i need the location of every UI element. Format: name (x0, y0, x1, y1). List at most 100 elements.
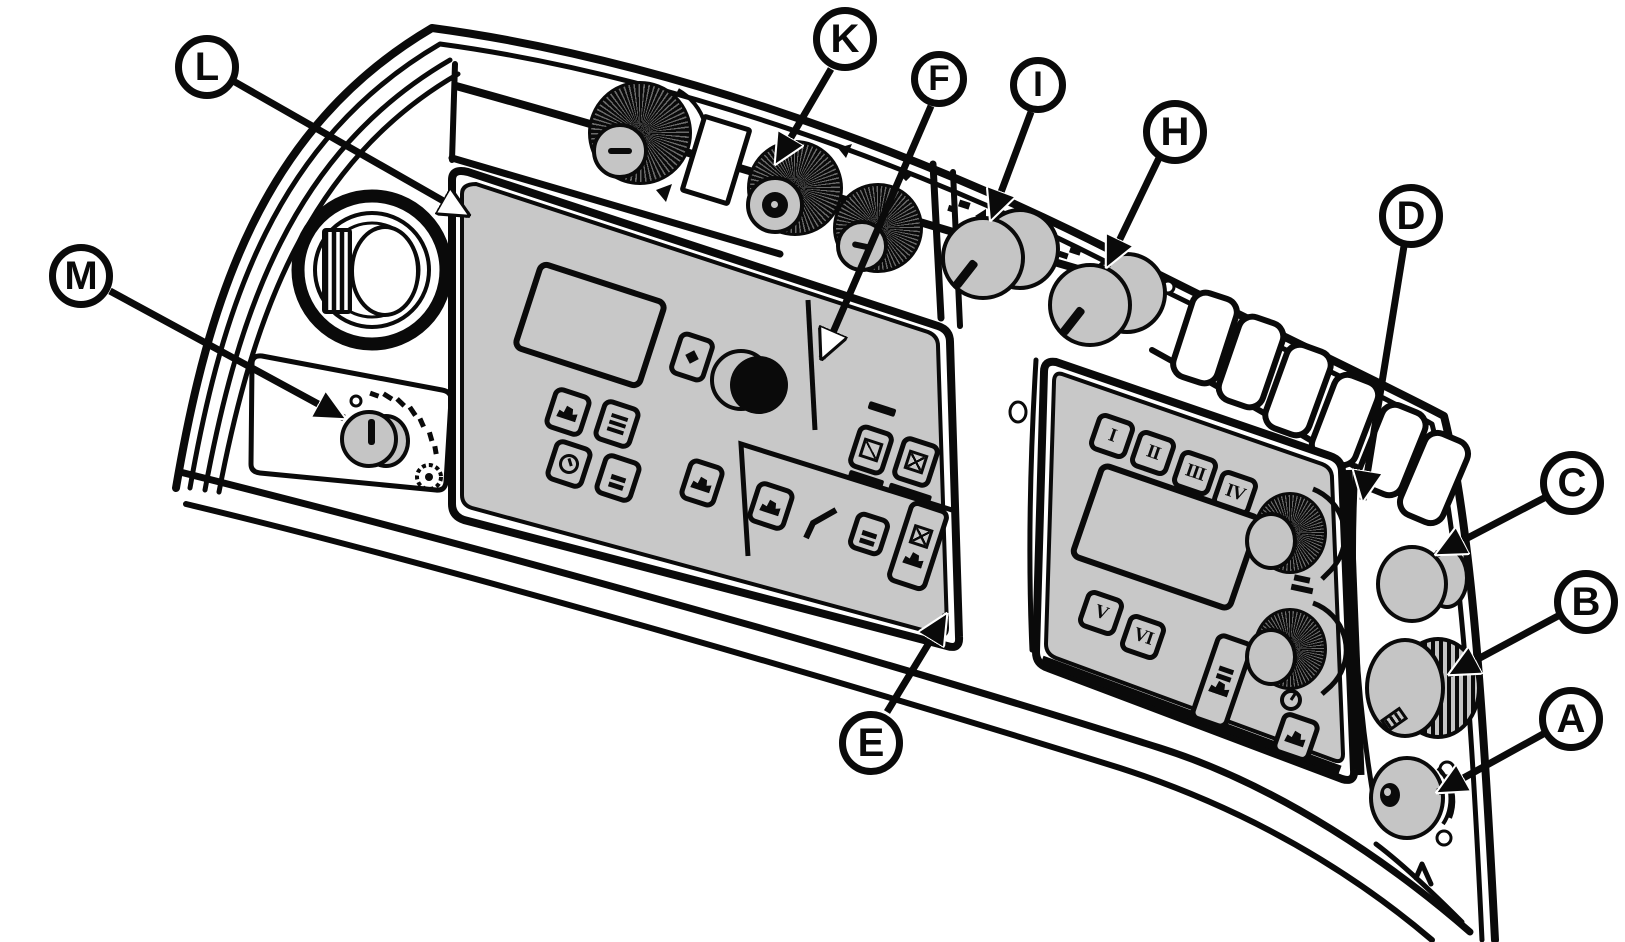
machine-pictogram-icon (759, 496, 783, 516)
micro-label (848, 401, 932, 504)
machine-pictogram-icon (690, 473, 714, 493)
indicator-line-icon (1059, 305, 1086, 337)
strip-left-edge (449, 61, 458, 163)
right-panel-right-bezel (1343, 469, 1365, 776)
callout-B: B (1554, 570, 1618, 634)
temperature-knob (833, 183, 923, 273)
preset-label: V (1091, 600, 1111, 625)
left-panel-knob (706, 345, 796, 425)
rocker-switch-slot (1396, 429, 1472, 527)
callout-letter: D (1396, 193, 1426, 238)
upper-knob-scale-arc (1312, 486, 1348, 581)
machine-pictogram-icon (1284, 727, 1308, 748)
knob-face-dark (730, 356, 788, 414)
knob-C (1370, 540, 1480, 630)
preset-label: III (1182, 459, 1208, 486)
gear-icon (415, 463, 443, 491)
callout-H: H (1143, 100, 1207, 164)
subpanel-boundary (738, 440, 953, 557)
callout-E: E (839, 711, 903, 775)
machine-pictogram-icon (1208, 677, 1232, 698)
rocker-switch-slot (1215, 313, 1287, 411)
clock-icon-hand (1289, 693, 1297, 701)
screw (1435, 829, 1453, 847)
crossed-out-icon (908, 523, 934, 549)
knob-face (1245, 512, 1297, 570)
callout-letter: E (857, 720, 885, 765)
clock-icon (556, 451, 582, 477)
knob-face (941, 216, 1025, 300)
preset-label: II (1143, 440, 1163, 465)
knob-face (1376, 545, 1448, 623)
machine-pictogram-icon (902, 548, 926, 568)
screw (1008, 400, 1028, 424)
strip-bottom-edge (448, 154, 784, 258)
preset-label: IV (1222, 479, 1248, 506)
callout-M: M (49, 244, 113, 308)
knob-H (1043, 252, 1167, 352)
indicator-line-icon (851, 240, 873, 252)
diamond-icon (685, 350, 699, 364)
callout-letter: L (194, 44, 220, 89)
machine-pictogram-icon (610, 473, 626, 483)
round-vent (291, 189, 453, 351)
ignition-position-marks (369, 390, 439, 455)
clock-icon (1280, 689, 1302, 711)
indicator-dot-icon (762, 192, 788, 218)
callout-F: F (911, 51, 967, 107)
indicator-line-icon (368, 419, 375, 445)
side-mount-plate-bottom (1373, 841, 1465, 925)
preset-label: VI (1130, 623, 1156, 650)
machine-pictogram-icon (556, 402, 580, 422)
vent-knob-face (350, 225, 420, 317)
right-panel-mount-edge (1027, 357, 1039, 653)
slashed-out-icon (858, 437, 884, 463)
preset-label: I (1105, 424, 1119, 447)
callout-I: I (1010, 57, 1066, 113)
knob-cap (592, 123, 648, 179)
center-dot (771, 201, 778, 208)
callout-letter: I (1033, 65, 1043, 104)
machine-pictogram-icon (608, 419, 626, 429)
knob-cap (836, 220, 888, 272)
callout-letter: H (1160, 109, 1190, 154)
knob-face (1369, 756, 1445, 840)
callout-L: L (175, 35, 239, 99)
callout-letter: M (64, 253, 98, 298)
knob-cap (746, 176, 804, 234)
knob-face (340, 410, 398, 468)
knob-face (1048, 263, 1132, 347)
triangle-marker-icon (656, 184, 672, 202)
knob-center-hole (1380, 783, 1400, 807)
indicator-line-icon (608, 148, 632, 154)
crossed-out-icon (903, 449, 929, 475)
knob-face (1245, 628, 1297, 686)
strip-divider-bar-1 (929, 160, 945, 322)
indicator-line-icon (952, 258, 979, 290)
callout-K: K (813, 7, 877, 71)
callout-letter: A (1556, 696, 1586, 741)
upper-adjust-knob (1245, 490, 1335, 580)
console-bottom-edge-upper (176, 468, 1474, 936)
lower-adjust-knob (1245, 606, 1335, 696)
knob-K (746, 140, 843, 236)
knob-B (1360, 632, 1481, 747)
knob-I (936, 208, 1060, 308)
ignition-mark-off (349, 394, 363, 408)
gear-icon-hub (425, 473, 433, 481)
callout-letter: C (1557, 460, 1587, 505)
bottom-edge-notch (1413, 861, 1434, 887)
callout-D: D (1379, 184, 1443, 248)
callout-letter: K (830, 16, 860, 61)
console-bottom-edge-lower (183, 501, 1435, 942)
rocker-switch-slot (1262, 341, 1334, 439)
machine-pictogram-icon (1217, 665, 1234, 675)
highlight-dot (1384, 788, 1391, 796)
knob-face (1365, 638, 1445, 738)
lower-knob-scale-arc (1312, 600, 1349, 696)
lever-icon (803, 507, 838, 540)
callout-C: C (1540, 451, 1604, 515)
callout-letter: F (928, 59, 950, 98)
knob-A (1365, 752, 1465, 847)
